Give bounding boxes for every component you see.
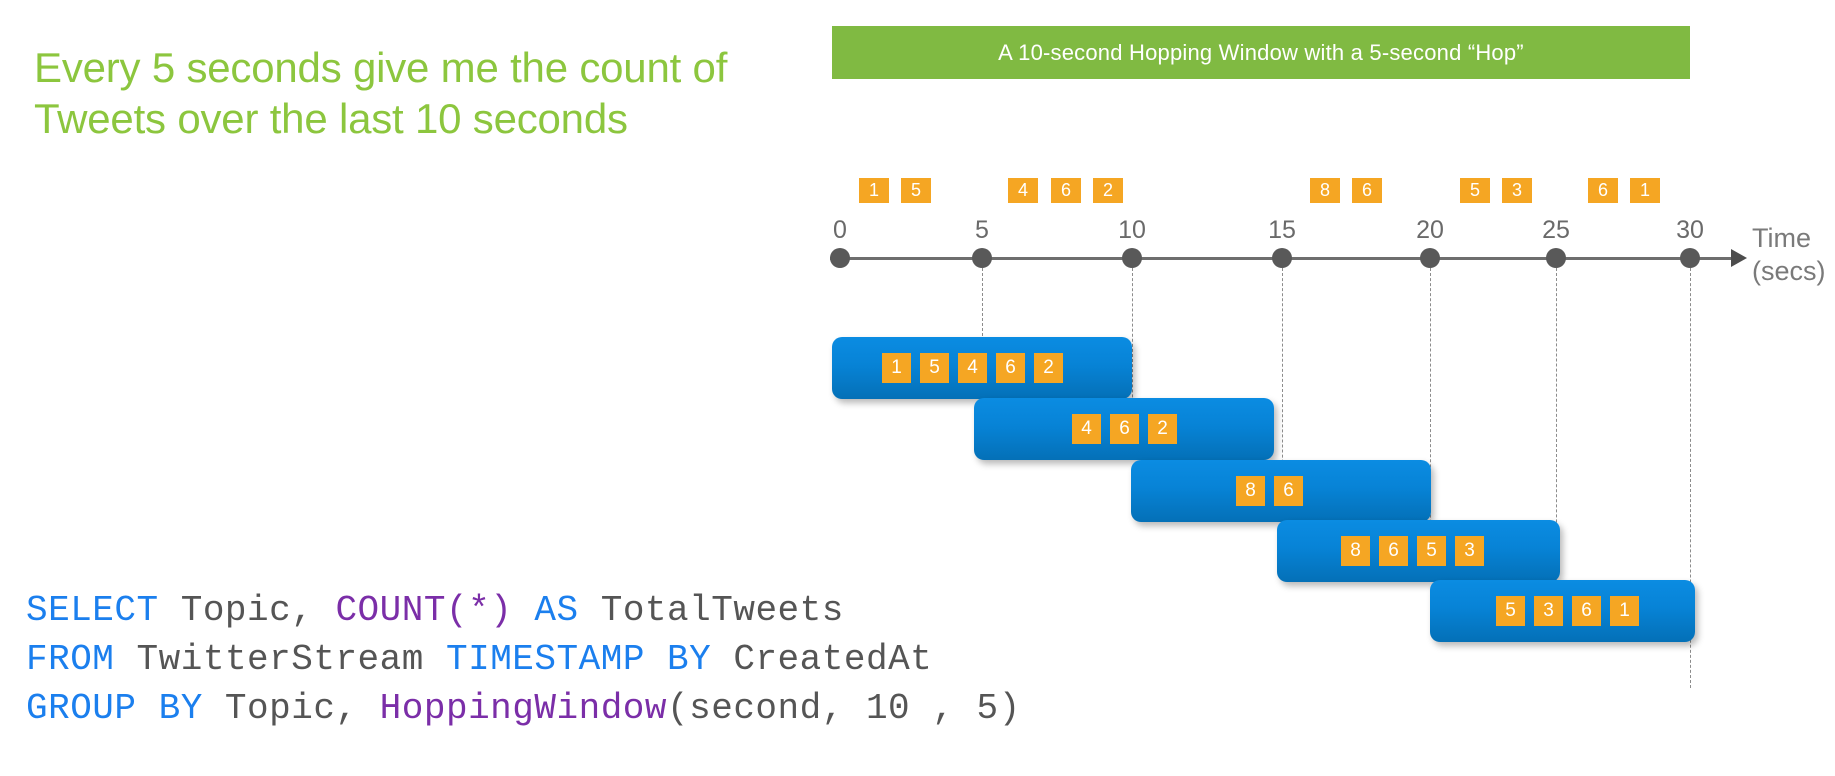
timeline-tick-label-15: 15 [1268,216,1296,244]
timeline-tick-dot-20 [1420,248,1440,268]
sql-token-fn: COUNT(*) [335,590,513,631]
tweet-event-chip: 4 [1008,178,1038,203]
sql-token-id: Topic, [158,590,336,631]
window-chip: 2 [1148,414,1177,444]
window-chip: 1 [882,353,911,383]
sql-token-kw: SELECT [26,590,159,631]
window-chip: 5 [920,353,949,383]
timeline-axis-label-line1: Time [1752,223,1811,253]
timeline-arrow-icon [1731,249,1747,267]
window-chip: 5 [1496,596,1525,626]
window-chip: 5 [1417,536,1446,566]
timeline-tick-dot-10 [1122,248,1142,268]
window-chip: 6 [1110,414,1139,444]
window-chip: 4 [1072,414,1101,444]
sql-token-id: Topic, [202,688,380,729]
sql-line: FROM TwitterStream TIMESTAMP BY CreatedA… [26,635,1021,684]
timeline-tick-label-10: 10 [1118,216,1146,244]
timeline-tick-label-20: 20 [1416,216,1444,244]
timeline-tick-label-5: 5 [975,216,989,244]
diagram-title-banner: A 10-second Hopping Window with a 5-seco… [832,26,1690,79]
window-chip: 3 [1455,536,1484,566]
sql-token-fn: HoppingWindow [379,688,668,729]
window-chip: 8 [1341,536,1370,566]
sql-token-id: CreatedAt [711,639,933,680]
tweet-event-chip: 5 [1460,178,1490,203]
sql-token-id: TotalTweets [578,590,844,631]
page-title: Every 5 seconds give me the count of Twe… [34,44,728,142]
timeline-tick-dot-30 [1680,248,1700,268]
timeline-guide-line [982,268,983,336]
diagram-title-text: A 10-second Hopping Window with a 5-seco… [998,39,1524,65]
window-chip: 8 [1236,476,1265,506]
sql-token-kw: AS [534,590,579,631]
timeline-tick-dot-5 [972,248,992,268]
window-chip: 1 [1610,596,1639,626]
tweet-event-chip: 6 [1588,178,1618,203]
timeline-axis-label-line2: (secs) [1752,256,1826,286]
sql-token-kw: FROM [26,639,115,680]
sql-token-id [512,590,534,631]
sql-line: GROUP BY Topic, HoppingWindow(second, 10… [26,684,1021,733]
sql-token-id: (second, 10 , 5) [667,688,1021,729]
timeline-axis-line [830,257,1735,260]
window-chip: 4 [958,353,987,383]
window-chip: 6 [1379,536,1408,566]
tweet-event-chip: 3 [1502,178,1532,203]
timeline-tick-dot-0 [830,248,850,268]
window-chip: 6 [1274,476,1303,506]
sql-token-id: TwitterStream [114,639,446,680]
tweet-event-chip: 6 [1352,178,1382,203]
window-chip: 3 [1534,596,1563,626]
sql-token-kw: GROUP BY [26,688,203,729]
sql-token-kw: TIMESTAMP BY [445,639,712,680]
window-chip: 2 [1034,353,1063,383]
tweet-event-chip: 2 [1093,178,1123,203]
timeline-tick-dot-25 [1546,248,1566,268]
timeline-tick-label-30: 30 [1676,216,1704,244]
tweet-event-chip: 1 [1630,178,1660,203]
tweet-event-chip: 6 [1051,178,1081,203]
tweet-event-chip: 1 [859,178,889,203]
timeline-tick-dot-15 [1272,248,1292,268]
tweet-event-chip: 8 [1310,178,1340,203]
window-chip: 6 [1572,596,1601,626]
timeline-axis-label: Time (secs) [1752,222,1826,288]
timeline-tick-label-25: 25 [1542,216,1570,244]
window-chip: 6 [996,353,1025,383]
timeline-tick-label-0: 0 [833,216,847,244]
tweet-event-chip: 5 [901,178,931,203]
sql-line: SELECT Topic, COUNT(*) AS TotalTweets [26,586,1021,635]
